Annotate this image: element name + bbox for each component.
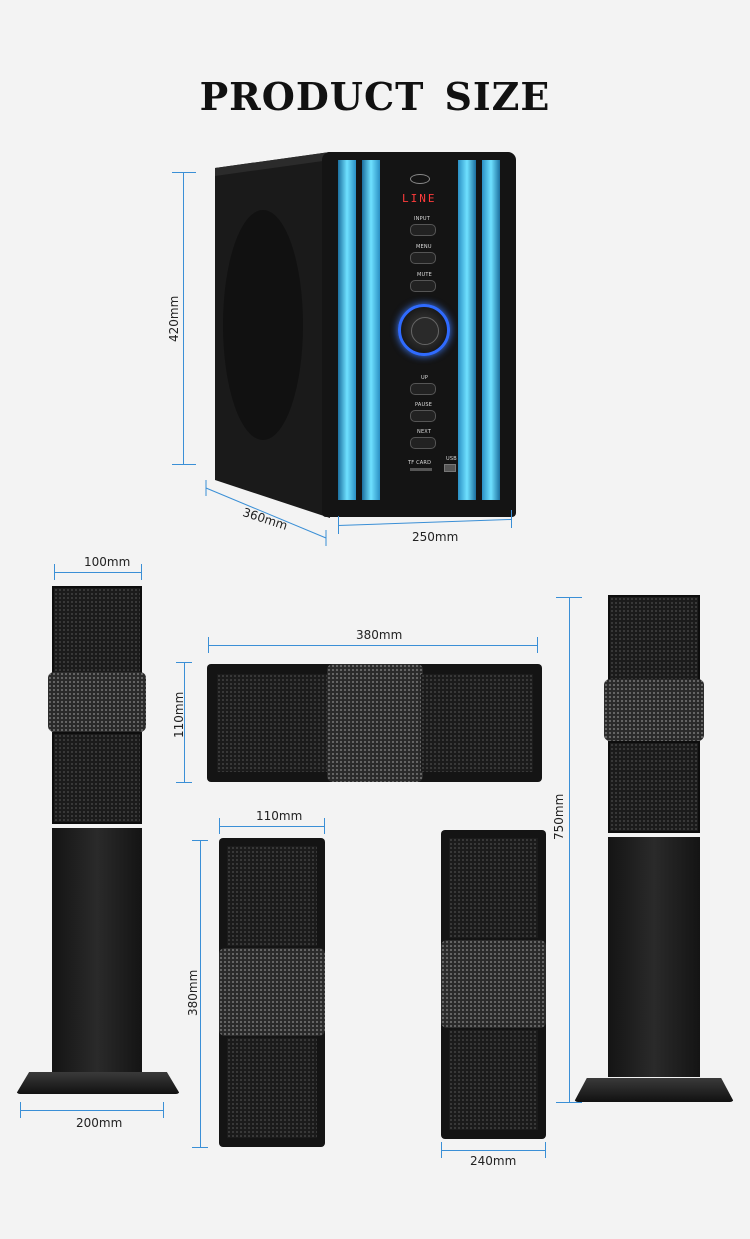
dim-tick — [54, 564, 55, 580]
next-button[interactable] — [410, 437, 436, 449]
subwoofer-width-label: 250mm — [412, 530, 459, 544]
dim-tick — [163, 1102, 164, 1118]
dim-line — [208, 645, 538, 646]
dim-line-diagonal — [205, 480, 327, 546]
led-display: LINE — [402, 192, 437, 205]
woofer-grille — [608, 741, 700, 833]
tower-height-label: 750mm — [552, 793, 566, 840]
dim-line — [338, 518, 512, 526]
dim-tick — [192, 1147, 208, 1148]
satellite-side-speaker — [441, 830, 546, 1139]
left-grille — [217, 674, 329, 772]
title-word-size: SIZE — [444, 74, 551, 119]
subwoofer-driver — [223, 210, 303, 440]
btn-label: UP — [421, 375, 429, 381]
tweeter-grille — [52, 586, 142, 676]
tower-base — [16, 1072, 180, 1094]
upper-grille — [449, 838, 538, 938]
center-speaker — [207, 664, 542, 782]
dim-tick — [556, 597, 582, 598]
dim-line — [20, 1110, 164, 1111]
tweeter-grille — [608, 595, 700, 683]
tf-card-slot[interactable] — [410, 468, 432, 471]
subwoofer-front: LINE INPUT MENU MUTE UP PAUSE NEXT TF CA… — [322, 152, 516, 517]
tower-base-label: 200mm — [76, 1116, 123, 1130]
dim-tick — [176, 782, 192, 783]
dim-tick — [141, 564, 142, 580]
dim-tick — [441, 1142, 442, 1158]
woofer-grille — [52, 732, 142, 824]
dim-tick — [192, 840, 208, 841]
dim-tick — [219, 818, 220, 834]
lower-grille — [449, 1030, 538, 1130]
satellite-height-label: 380mm — [186, 969, 200, 1016]
tf-card-label: TF CARD — [408, 460, 432, 466]
center-driver-grille — [327, 664, 423, 782]
tower-right-speaker — [604, 595, 704, 1085]
led-bar — [338, 160, 356, 500]
center-width-label: 380mm — [356, 628, 403, 642]
lower-grille — [227, 1038, 317, 1138]
dim-line — [569, 597, 570, 1102]
satellite-front-speaker — [219, 838, 325, 1147]
dim-line — [184, 662, 185, 782]
pause-button[interactable] — [410, 410, 436, 422]
input-button[interactable] — [410, 224, 436, 236]
subwoofer-side-panel — [215, 152, 330, 518]
dim-tick — [20, 1102, 21, 1118]
dim-line — [441, 1150, 546, 1151]
dim-tick — [208, 637, 209, 653]
dim-tick — [176, 662, 192, 663]
center-height-label: 110mm — [172, 691, 186, 738]
middle-grille — [219, 948, 325, 1036]
menu-button[interactable] — [410, 252, 436, 264]
btn-label: PAUSE — [415, 402, 433, 408]
dim-tick — [511, 510, 512, 528]
btn-label: MENU — [416, 244, 432, 250]
brand-logo — [410, 174, 430, 184]
dim-tick — [324, 818, 325, 834]
satellite-width-label: 110mm — [256, 809, 303, 823]
btn-label: NEXT — [417, 429, 432, 435]
subwoofer-height-label: 420mm — [167, 295, 181, 342]
tower-width-label: 100mm — [84, 555, 131, 569]
mute-button[interactable] — [410, 280, 436, 292]
dim-tick — [556, 1102, 582, 1103]
btn-label: INPUT — [414, 216, 430, 222]
dim-line — [219, 826, 325, 827]
tower-column — [52, 828, 142, 1073]
dim-tick — [537, 637, 538, 653]
title-word-product: PRODUCT — [199, 74, 425, 119]
led-bar — [362, 160, 380, 500]
dim-tick — [172, 172, 196, 173]
middle-grille — [441, 940, 546, 1028]
tower-column — [608, 837, 700, 1077]
dim-line — [200, 840, 201, 1147]
usb-port[interactable] — [444, 464, 456, 472]
led-bar — [458, 160, 476, 500]
driver-grille — [604, 679, 704, 741]
page-title: PRODUCT SIZE — [0, 74, 750, 119]
satellite-depth-label: 240mm — [470, 1154, 517, 1168]
volume-knob[interactable] — [398, 304, 450, 356]
upper-grille — [227, 846, 317, 946]
dim-tick — [172, 464, 196, 465]
tower-left-speaker — [48, 586, 146, 1076]
dim-line — [183, 172, 184, 464]
dim-tick — [545, 1142, 546, 1158]
dim-line — [54, 572, 142, 573]
right-grille — [421, 674, 533, 772]
led-bar — [482, 160, 500, 500]
driver-grille — [48, 672, 146, 732]
btn-label: MUTE — [417, 272, 432, 278]
usb-label: USB — [446, 456, 457, 462]
dim-tick — [338, 516, 339, 534]
tower-base — [574, 1078, 734, 1102]
up-button[interactable] — [410, 383, 436, 395]
